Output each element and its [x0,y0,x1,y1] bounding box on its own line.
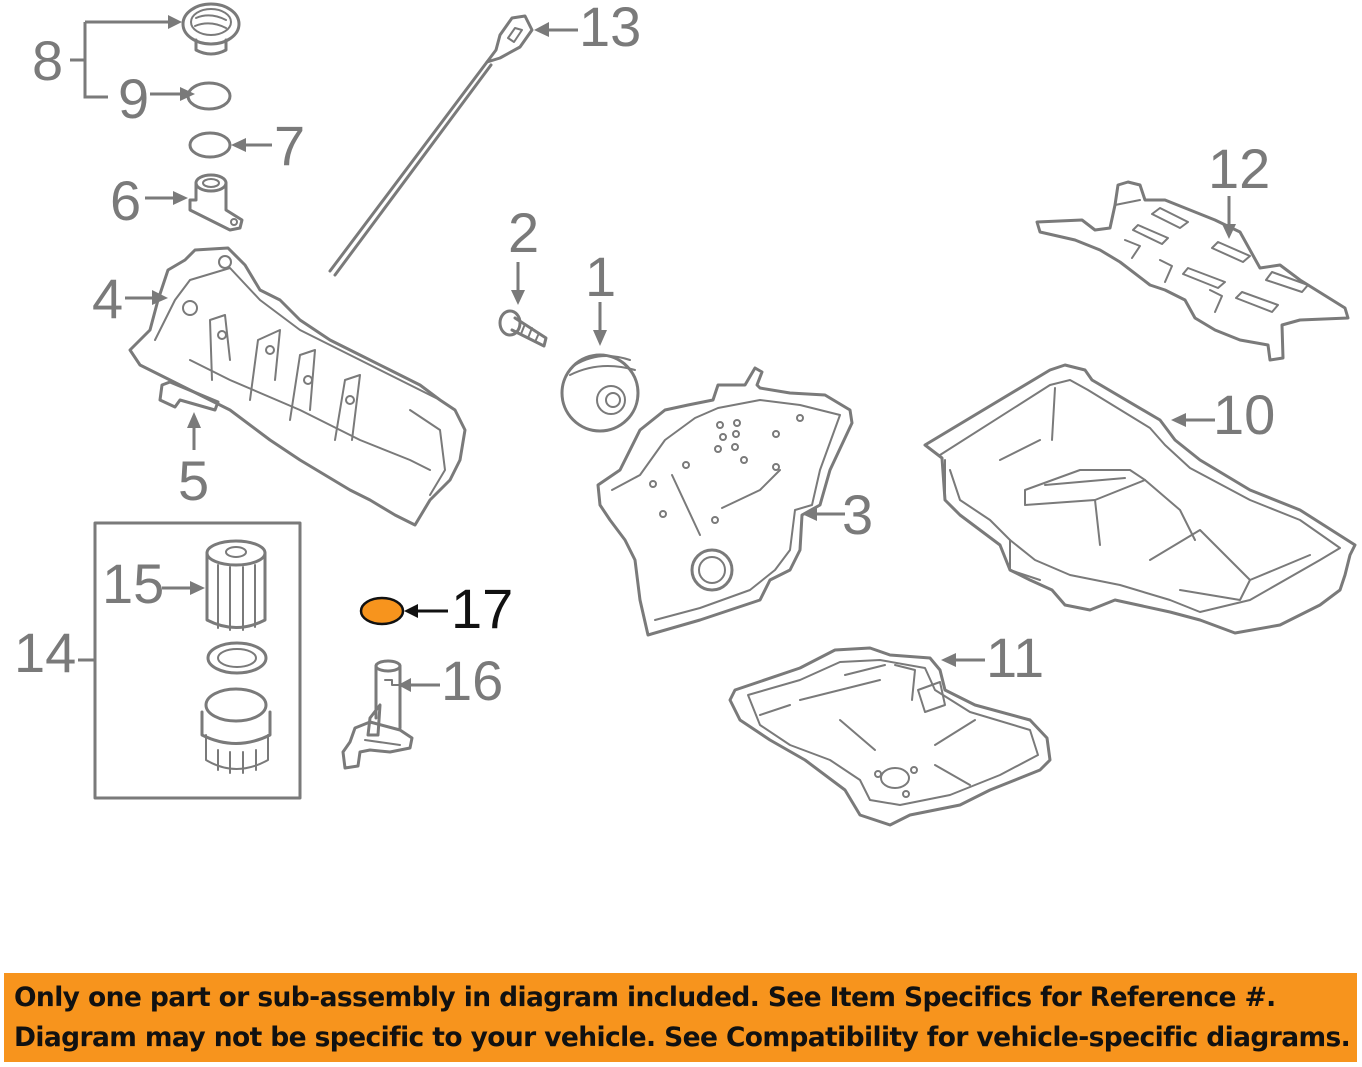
part-4-valve-cover[interactable] [128,246,467,527]
part-7-seal[interactable] [188,131,232,159]
part-15-filter-element[interactable] [205,539,267,631]
part-13-dipstick[interactable] [328,14,534,277]
callout-2: 2 [508,201,539,264]
callout-4-arrowhead [152,290,168,305]
callout-3-arrowhead [802,507,817,521]
callout-8: 8 [32,29,63,92]
part-1-pulley[interactable] [560,353,640,433]
part-16-oil-level-sensor[interactable] [341,659,414,770]
part-5-gasket[interactable] [158,380,220,412]
callout-13-arrowhead [534,22,549,37]
callout-1: 1 [585,245,616,308]
callout-9: 9 [118,67,149,130]
part-8-oil-filler-cap[interactable] [181,2,241,56]
part-11-lower-oil-pan[interactable] [728,646,1052,827]
callout-13: 13 [579,0,641,58]
callout-9-arrowhead [180,87,195,101]
callout-6-arrowhead [173,191,188,205]
callout-11-arrowhead [941,653,956,667]
part-12-engine-cover[interactable] [1035,180,1350,362]
part-9-o-ring[interactable] [186,81,232,111]
callout-4: 4 [92,267,123,330]
callout-17-arrowhead [404,604,418,618]
filter-housing-cap [200,687,272,774]
part-6-adapter[interactable] [188,173,244,232]
callout-12: 12 [1208,137,1270,200]
filter-seal [206,641,268,675]
callout-7-arrowhead [231,138,246,152]
callout-8-bracket [70,15,182,99]
disclaimer-line-2: Diagram may not be specific to your vehi… [14,1021,1351,1053]
callout-2-arrowhead [511,290,525,305]
callout-12-arrowhead [1222,224,1236,239]
parts-diagram: 8 9 7 6 13 4 [14,0,1357,827]
callout-7: 7 [274,114,305,177]
part-3-timing-cover[interactable] [596,366,854,637]
callout-5: 5 [178,449,209,512]
part-2-bolt[interactable] [498,309,548,348]
callout-16-arrowhead [398,678,411,692]
disclaimer-line-1: Only one part or sub-assembly in diagram… [14,981,1276,1013]
callout-11: 11 [986,626,1044,689]
callout-6: 6 [110,169,141,232]
callout-10-arrowhead [1171,413,1186,427]
callout-15-arrowhead [190,581,205,595]
disclaimer-banner: Only one part or sub-assembly in diagram… [4,973,1357,1062]
callout-10: 10 [1213,383,1275,446]
callout-5-arrowhead [187,412,201,428]
callout-15: 15 [102,552,164,615]
callout-17: 17 [451,577,513,640]
callout-16: 16 [441,649,503,712]
part-17-o-ring[interactable] [359,596,405,626]
callout-3: 3 [842,483,873,546]
callout-1-arrowhead [593,330,607,346]
part-10-oil-pan[interactable] [923,363,1357,635]
callout-14: 14 [14,621,76,684]
